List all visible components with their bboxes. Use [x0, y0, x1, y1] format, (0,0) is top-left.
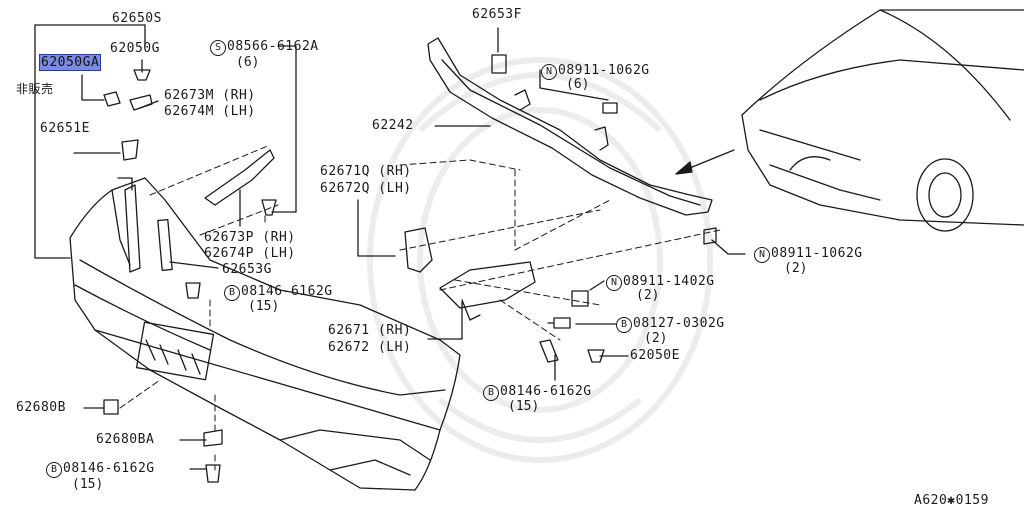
side-bracket [404, 227, 536, 321]
b-symbol-icon: B [224, 285, 240, 301]
qty-08146-6162g-c: (15) [72, 477, 104, 492]
part-label-62651e: 62651E [40, 121, 90, 136]
qty-08146-6162g-a: (15) [248, 299, 280, 314]
s-symbol-icon: S [210, 40, 226, 56]
part-label-62671q: 62671Q (RH) [320, 164, 412, 179]
part-label-62050ga[interactable]: 62050GA [38, 54, 102, 71]
fascia-bracket [117, 177, 173, 273]
part-label-62672q: 62672Q (LH) [320, 181, 412, 196]
part-label-62673m: 62673M (RH) [164, 88, 256, 103]
highlighted-part-number: 62050GA [38, 54, 102, 71]
direction-arrow [675, 149, 735, 175]
part-label-62050g: 62050G [110, 41, 160, 56]
qty-08911-1062g-6: (6) [566, 77, 590, 92]
part-label-62650s: 62650S [112, 11, 162, 26]
n-symbol-icon: N [541, 64, 557, 80]
qty-08911-1062g-2: (2) [784, 261, 808, 276]
n-symbol-icon: N [606, 275, 622, 291]
assembly-dashed-lines [119, 144, 721, 471]
qty-08911-1402g: (2) [636, 288, 660, 303]
n-symbol-icon: N [754, 247, 770, 263]
b-symbol-icon: B [483, 385, 499, 401]
part-label-62680b: 62680B [16, 400, 66, 415]
part-label-62671: 62671 (RH) [328, 323, 412, 338]
b-symbol-icon: B [46, 462, 62, 478]
bumper-reinforcement [427, 37, 713, 216]
vehicle-silhouette [741, 9, 1024, 232]
upper-retainer [129, 94, 275, 206]
part-label-62242: 62242 [372, 118, 414, 133]
not-for-sale-label: 非販売 [16, 82, 54, 96]
diagram-id: A620✱0159 [914, 493, 989, 508]
part-label-62674m: 62674M (LH) [164, 104, 256, 119]
part-label-62680ba: 62680BA [96, 432, 155, 447]
bumper-fascia [69, 177, 461, 491]
qty-08566-6162a: (6) [236, 55, 260, 70]
part-label-62653f: 62653F [472, 7, 522, 22]
clips [103, 54, 717, 483]
qty-08127-0302g: (2) [644, 331, 668, 346]
part-label-62050e: 62050E [630, 348, 680, 363]
part-label-62673p: 62673P (RH) [204, 230, 296, 245]
part-label-62653g: 62653G [222, 262, 272, 277]
part-label-62672: 62672 (LH) [328, 340, 412, 355]
qty-08146-6162g-b: (15) [508, 399, 540, 414]
b-symbol-icon: B [616, 317, 632, 333]
part-label-62674p: 62674P (LH) [204, 246, 296, 261]
